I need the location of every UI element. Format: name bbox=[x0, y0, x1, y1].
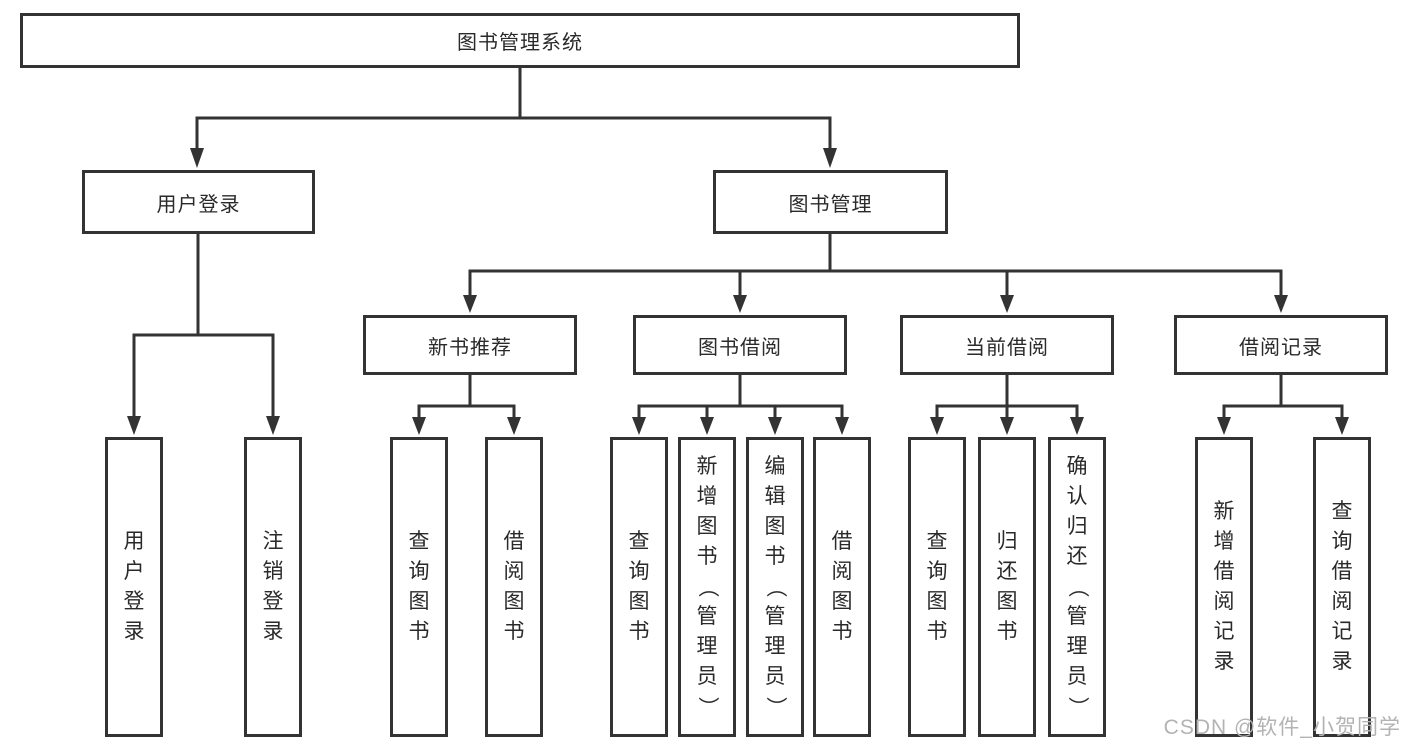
leaf-borrowing-edit-books-admin: 编辑图书（管理员） bbox=[746, 437, 804, 737]
leaf-records-query-record: 查询借阅记录 bbox=[1313, 437, 1371, 737]
node-book-management: 图书管理 bbox=[713, 170, 948, 234]
leaf-user-login: 用户登录 bbox=[105, 437, 163, 737]
leaf-current-query-books: 查询图书 bbox=[908, 437, 966, 737]
node-book-borrowing: 图书借阅 bbox=[633, 315, 847, 375]
leaf-newbooks-query-books: 查询图书 bbox=[390, 437, 448, 737]
connector-bookmgmt-to-level3 bbox=[463, 233, 1288, 313]
connector-userlogin-to-leaves bbox=[127, 233, 280, 435]
connector-newbooks-to-leaves bbox=[412, 375, 521, 435]
leaf-logout: 注销登录 bbox=[244, 437, 302, 737]
node-borrowing-records: 借阅记录 bbox=[1174, 315, 1388, 375]
connector-records-to-leaves bbox=[1217, 375, 1349, 435]
leaf-borrowing-add-books-admin: 新增图书（管理员） bbox=[678, 437, 736, 737]
node-user-login: 用户登录 bbox=[82, 170, 315, 234]
node-new-book-recommend: 新书推荐 bbox=[363, 315, 577, 375]
connector-current-to-leaves bbox=[930, 375, 1084, 435]
leaf-newbooks-borrow-books: 借阅图书 bbox=[485, 437, 543, 737]
connector-root-to-level2 bbox=[190, 68, 837, 168]
leaf-borrowing-query-books: 查询图书 bbox=[610, 437, 668, 737]
leaf-current-confirm-return-admin: 确认归还（管理员） bbox=[1048, 437, 1106, 737]
node-root-system: 图书管理系统 bbox=[20, 13, 1020, 68]
leaf-borrowing-borrow-books: 借阅图书 bbox=[813, 437, 871, 737]
leaf-records-add-record: 新增借阅记录 bbox=[1195, 437, 1253, 737]
connector-borrowing-to-leaves bbox=[632, 375, 849, 435]
leaf-current-return-books: 归还图书 bbox=[978, 437, 1036, 737]
watermark: CSDN @软件_小贺同学 bbox=[1163, 716, 1401, 739]
node-current-borrowing: 当前借阅 bbox=[900, 315, 1114, 375]
